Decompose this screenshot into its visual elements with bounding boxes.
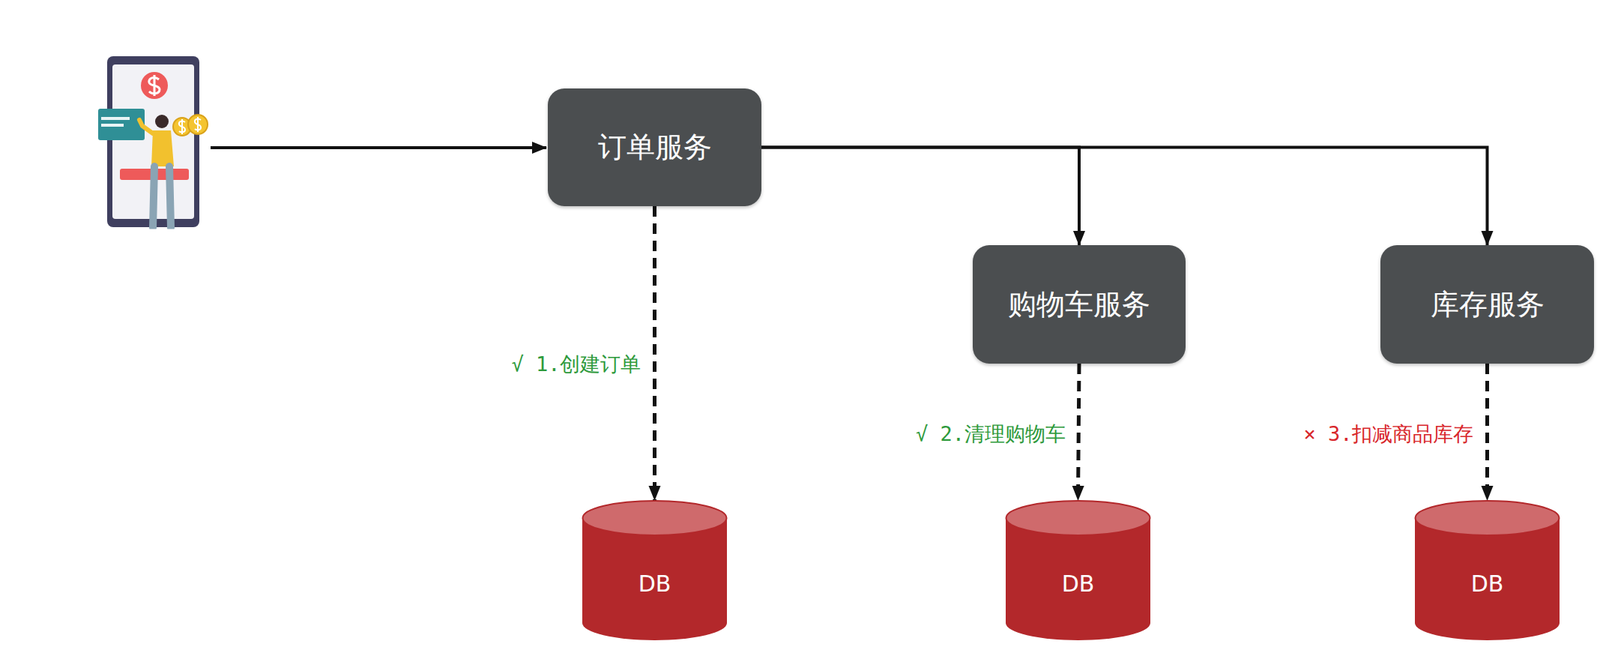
database-cylinder: DB (1414, 499, 1561, 641)
card-stripe (101, 123, 124, 127)
cylinder-body (582, 517, 727, 640)
dashed-write-arrow (1485, 363, 1490, 500)
database-label: DB (638, 570, 672, 597)
database-label: DB (1061, 570, 1095, 597)
database-cylinder: DB (1004, 499, 1152, 641)
payment-phone-illustration (98, 56, 208, 231)
coin-mark (179, 119, 186, 135)
coin (188, 114, 208, 135)
service-box: 库存服务 (1380, 245, 1595, 364)
cylinder-top (583, 500, 727, 536)
step-label: √ 1.创建订单 (508, 349, 644, 380)
step-label: × 3.扣减商品库存 (1300, 418, 1477, 449)
dollar-badge (140, 71, 168, 99)
database-cylinder: DB (581, 499, 728, 641)
card-stripe (101, 116, 130, 120)
service-box: 订单服务 (547, 88, 762, 207)
cylinder-top (1415, 500, 1560, 536)
dashed-write-arrow (652, 206, 657, 500)
step-label: √ 2.清理购物车 (912, 418, 1069, 449)
call-arrow (761, 147, 1080, 246)
person-arm (139, 119, 153, 134)
bank-card (98, 108, 145, 141)
phone-body (107, 56, 200, 228)
cylinder-body (1005, 517, 1151, 640)
cylinder-body (1414, 517, 1560, 640)
dashed-write-arrow (1078, 363, 1080, 500)
person-head (155, 114, 169, 129)
person-shoes (148, 229, 177, 234)
person-legs (152, 166, 171, 228)
service-name: 购物车服务 (1007, 285, 1151, 324)
dollar-sign (149, 74, 160, 96)
database-label: DB (1471, 570, 1505, 597)
request-arrow (210, 146, 547, 150)
call-arrow (761, 147, 1488, 246)
cylinder-top (1006, 500, 1151, 536)
service-name: 库存服务 (1430, 285, 1545, 324)
service-box: 购物车服务 (972, 245, 1186, 364)
coin-mark (194, 116, 201, 132)
person-shirt (151, 130, 174, 167)
edge-group (654, 147, 1488, 501)
service-name: 订单服务 (598, 128, 712, 167)
